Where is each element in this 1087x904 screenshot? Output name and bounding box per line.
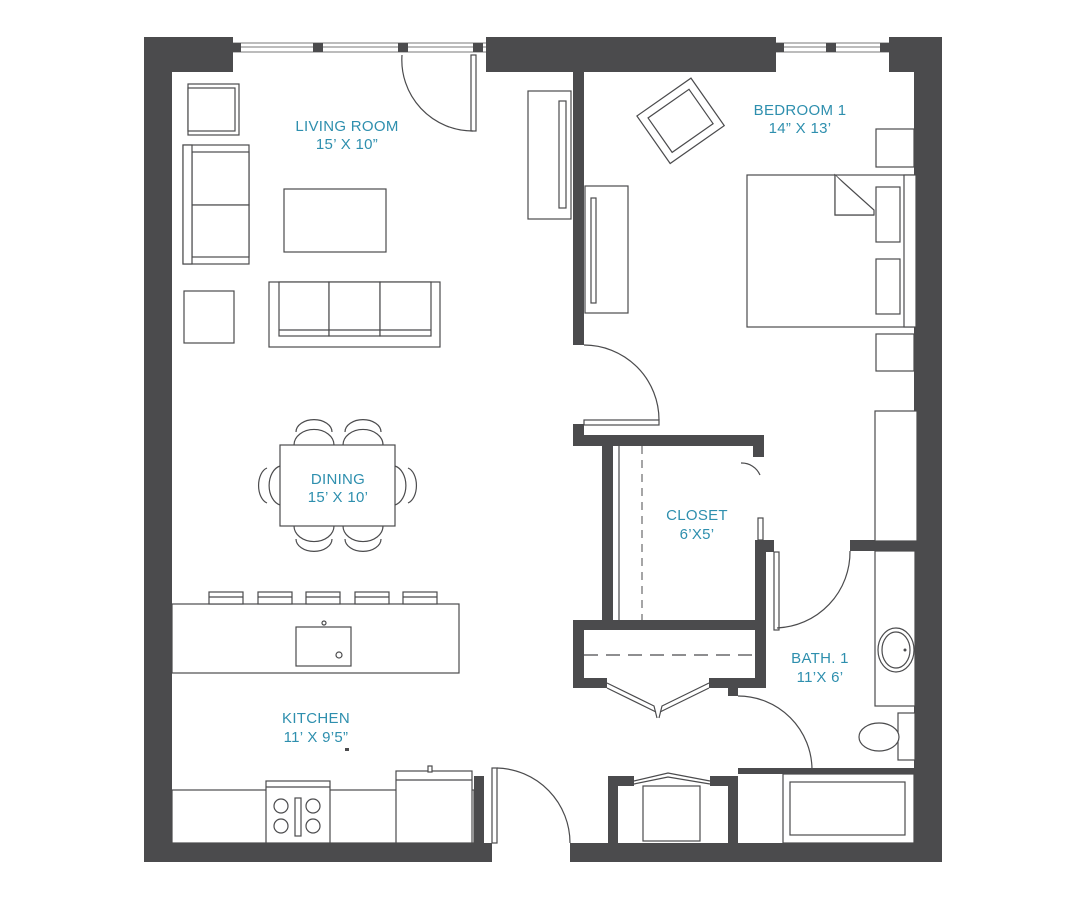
bath-fixtures: [642, 550, 916, 844]
living-furniture: [182, 83, 572, 348]
window-bedroom: [776, 42, 889, 53]
bath-size: 11’X 6’: [797, 669, 844, 686]
bedroom-name: BEDROOM 1: [754, 102, 847, 119]
dining-name: DINING: [311, 471, 365, 488]
kitchen-fixtures: [171, 591, 475, 844]
kitchen-size: 11’ X 9’5”: [284, 729, 349, 746]
exterior-walls: [144, 37, 942, 862]
living-room-name: LIVING ROOM: [295, 118, 398, 135]
door-bedroom: [583, 344, 660, 426]
door-linen: [606, 682, 710, 719]
closet-name: CLOSET: [666, 507, 728, 524]
bedroom-furniture: [584, 77, 918, 542]
kitchen-name: KITCHEN: [282, 710, 350, 727]
door-bath-lower: [737, 695, 813, 771]
door-bath: [773, 550, 851, 631]
door-lower-closet: [633, 772, 711, 785]
door-living: [401, 54, 477, 132]
dining-set: [257, 419, 418, 552]
living-room-size: 15’ X 10”: [316, 136, 378, 153]
closet-size: 6’X5’: [680, 526, 715, 543]
bedroom-size: 14” X 13’: [769, 120, 832, 137]
door-entry: [491, 767, 571, 844]
room-labels: LIVING ROOM 15’ X 10” BEDROOM 1 14” X 13…: [282, 102, 849, 746]
interior-walls: [474, 72, 914, 843]
window-living: [233, 42, 486, 53]
dining-size: 15’ X 10’: [308, 489, 369, 506]
door-closet: [740, 462, 764, 541]
bath-name: BATH. 1: [791, 650, 849, 667]
closet-shelving: [584, 446, 755, 656]
